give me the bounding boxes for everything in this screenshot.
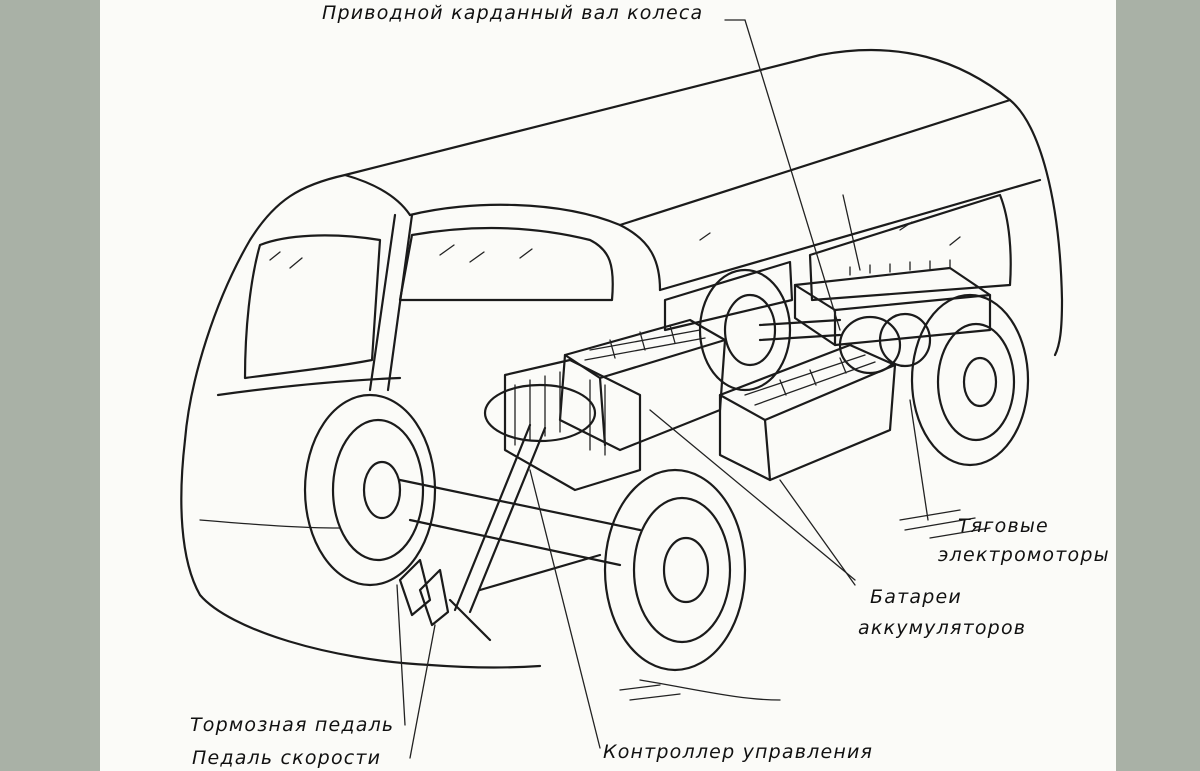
label-controller: Контроллер управления: [603, 741, 873, 763]
van-body: [180, 48, 1064, 701]
front-left-wheel: [303, 393, 437, 587]
label-batteries-1: Батареи: [870, 586, 962, 608]
label-brake-pedal: Тормозная педаль: [190, 714, 394, 736]
controller-steering: [448, 358, 642, 642]
rear-right-wheel: [910, 293, 1030, 467]
label-traction-motors-1: Тяговые: [958, 515, 1049, 537]
chassis-frame: [398, 478, 642, 592]
label-traction-motors-2: электромоторы: [938, 544, 1110, 566]
leader-lines: [396, 19, 929, 759]
diagram-labels: Приводной карданный вал колеса Тяговые э…: [190, 2, 1110, 769]
label-speed-pedal: Педаль скорости: [192, 747, 381, 769]
ground-hatching: [619, 509, 991, 701]
front-right-wheel: [603, 468, 747, 672]
paper-sheet: [100, 0, 1116, 771]
rear-left-wheel: [698, 268, 792, 392]
label-batteries-2: аккумуляторов: [858, 617, 1026, 639]
pedals: [398, 558, 450, 627]
label-drive-shaft: Приводной карданный вал колеса: [322, 2, 703, 24]
